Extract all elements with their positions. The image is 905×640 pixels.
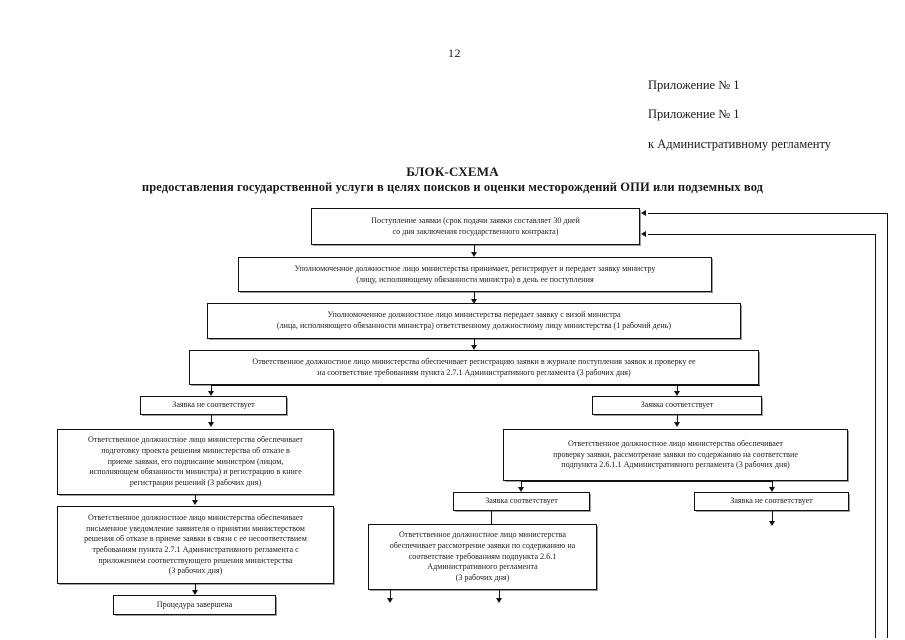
flow-node-refusal-notice: Ответственное должностное лицо министерс… — [57, 506, 334, 584]
return-line-1-top — [648, 213, 888, 215]
connector-receive-to-transfer — [474, 292, 476, 301]
arrowhead-register-check — [471, 345, 477, 350]
flow-node-start: Поступление заявки (срок подачи заявки с… — [311, 208, 640, 245]
connector-notmatchbottom-down — [772, 511, 774, 524]
connector-notice-to-done — [195, 584, 197, 593]
arrowhead-return-1 — [641, 210, 646, 216]
flow-node-transfer: Уполномоченное должностное лицо министер… — [207, 303, 741, 339]
flow-node-content-check-line3: подпункта 2.6.1.1 Административного регл… — [561, 460, 790, 470]
connector-content-split-right — [772, 481, 774, 489]
flow-node-match-right: Заявка соответствует — [592, 396, 762, 415]
flow-node-start-line1: Поступление заявки (срок подачи заявки с… — [371, 215, 580, 225]
flow-node-refusal-draft-line3: приеме заявки, его подписание министром … — [107, 456, 284, 466]
connector-content-split-left — [521, 481, 523, 489]
flow-node-receive: Уполномоченное должностное лицо министер… — [238, 257, 712, 292]
flow-node-transfer-line1: Уполномоченное должностное лицо министер… — [327, 310, 621, 320]
page-subtitle: предоставления государственной услуги в … — [141, 180, 764, 194]
page-title: БЛОК-СХЕМА — [406, 164, 499, 179]
flow-node-register-check-line1: Ответственное должностное лицо министерс… — [252, 356, 696, 366]
flow-node-not-match-bottom: Заявка не соответствует — [694, 492, 849, 511]
flow-node-register-check-line2: на соответствие требованиям пункта 2.7.1… — [317, 367, 631, 377]
flow-node-match-bottom: Заявка соответствует — [453, 492, 590, 511]
return-line-1-vertical — [887, 213, 889, 638]
connector-notmatch-to-refusal-draft — [211, 415, 213, 424]
flow-node-content-check-line1: Ответственное должностное лицо министерс… — [568, 438, 783, 448]
flow-node-procedure-done-line1: Процедура завершена — [156, 599, 233, 609]
flow-node-receive-line1: Уполномоченное должностное лицо министер… — [294, 263, 656, 273]
flow-node-refusal-notice-line6: (3 рабочих дня) — [168, 566, 223, 576]
flow-node-refusal-draft-line5: регистрации решений (3 рабочих дня) — [129, 478, 262, 487]
flow-node-not-match-left-line1: Заявка не соответствует — [172, 400, 255, 410]
flow-node-content-review-line2: обеспечивает рассмотрение заявки по соде… — [389, 540, 576, 550]
flow-node-not-match-left: Заявка не соответствует — [140, 396, 287, 415]
arrowhead-match-right — [674, 391, 680, 396]
flow-node-refusal-notice-line5: приложением соответствующего решения мин… — [98, 555, 293, 565]
flow-node-start-line2: со дня заключения государственного контр… — [392, 226, 559, 236]
flow-node-content-review-line5: (3 рабочих дня) — [455, 573, 510, 582]
flow-node-content-check: Ответственное должностное лицо министерс… — [503, 429, 848, 481]
flow-node-receive-line2: (лицу, исполняющему обязанности министра… — [356, 274, 594, 284]
flow-node-match-bottom-line1: Заявка соответствует — [485, 496, 558, 506]
flow-node-refusal-notice-line3: решения об отказе в приеме заявки в связ… — [84, 534, 307, 544]
connector-split-bus — [211, 385, 760, 387]
arrowhead-match-bottom — [518, 487, 524, 492]
arrowhead-review-out-left — [387, 598, 393, 603]
flow-node-transfer-line2: (лица, исполняющего обязанности министра… — [276, 321, 672, 330]
return-line-2-vertical — [875, 234, 877, 638]
arrowhead-notmatchbottom-down — [769, 521, 775, 526]
arrowhead-return-2 — [641, 231, 646, 237]
appendix-line-1: Приложение № 1 — [648, 78, 740, 92]
connector-matchbottom-to-review — [491, 511, 493, 524]
connector-draft-to-notice — [195, 495, 197, 502]
arrowhead-refusal-draft — [208, 422, 214, 427]
arrowhead-receive — [471, 252, 477, 257]
flow-node-refusal-notice-line1: Ответственное должностное лицо министерс… — [88, 512, 303, 522]
flow-node-match-right-line1: Заявка соответствует — [640, 400, 714, 410]
connector-start-to-receive — [474, 245, 476, 254]
return-line-2-top — [648, 234, 876, 236]
connector-content-split-bus — [521, 481, 773, 483]
flow-node-content-review-line3: соответствие требованиям подпункта 2.6.1 — [408, 551, 557, 561]
connector-split-left — [211, 385, 213, 394]
arrowhead-review-out-right — [496, 598, 502, 603]
arrowhead-not-match-bottom — [769, 487, 775, 492]
flow-node-content-review-line1: Ответственное должностное лицо министерс… — [399, 530, 566, 540]
arrowhead-procedure-done — [192, 590, 198, 595]
arrowhead-refusal-notice — [192, 500, 198, 505]
flow-node-refusal-notice-line4: требованиям пункта 2.7.1 Административно… — [92, 545, 299, 554]
appendix-line-3: к Административному регламенту — [648, 137, 832, 151]
connector-match-to-content-check — [677, 415, 679, 424]
connector-transfer-to-register — [474, 339, 476, 348]
flow-node-content-review: Ответственное должностное лицо министерс… — [368, 524, 597, 590]
appendix-line-2: Приложение № 1 — [648, 107, 740, 121]
flow-node-refusal-notice-line2: письменное уведомление заявителя о приня… — [86, 523, 305, 533]
flow-node-not-match-bottom-line1: Заявка не соответствует — [730, 496, 813, 506]
flow-node-content-review-line4: Административного регламента — [427, 562, 538, 572]
page-number: 12 — [448, 46, 461, 60]
arrowhead-content-check — [674, 422, 680, 427]
flow-node-register-check: Ответственное должностное лицо министерс… — [189, 350, 759, 385]
connector-review-out-right — [499, 590, 501, 600]
arrowhead-transfer — [471, 299, 477, 304]
flow-node-refusal-draft-line4: исполняющем обязанности министра) и реги… — [89, 467, 302, 477]
flow-node-refusal-draft-line1: Ответственное должностное лицо министерс… — [88, 435, 303, 445]
arrowhead-not-match-left — [208, 391, 214, 396]
connector-split-right — [677, 385, 679, 394]
flow-node-procedure-done: Процедура завершена — [113, 595, 276, 615]
flow-node-refusal-draft-line2: подготовку проекта решения министерства … — [101, 445, 290, 455]
flow-node-content-check-line2: проверку заявки, рассмотрение заявки по … — [553, 449, 798, 459]
flow-node-refusal-draft: Ответственное должностное лицо министерс… — [57, 429, 334, 495]
connector-review-out-left — [390, 590, 392, 600]
